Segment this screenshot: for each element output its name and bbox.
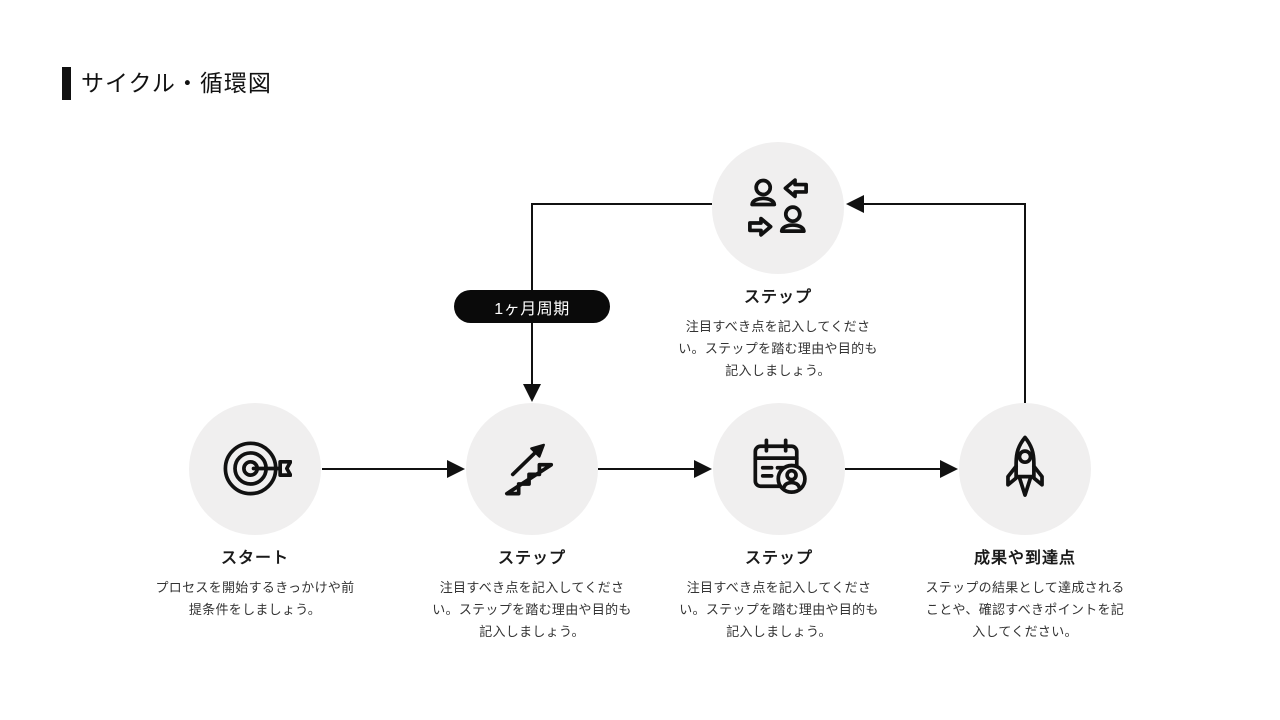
node-goal-label: 成果や到達点 [973, 550, 1076, 567]
cycle-period-label: 1ヶ月周期 [494, 300, 570, 318]
node-step-2: ステップ 注目すべき点を記入してください。ステップを踏む理由や目的も記入しましょ… [422, 403, 642, 643]
title-accent-bar [62, 67, 71, 100]
node-step-2-label: ステップ [497, 550, 566, 567]
cycle-period-badge: 1ヶ月周期 [454, 290, 610, 323]
target-icon [218, 430, 293, 509]
node-step-3-label: ステップ [744, 550, 813, 567]
node-start-description: プロセスを開始するきっかけや前提条件をしましょう。 [155, 580, 355, 617]
node-start-circle [189, 403, 321, 535]
node-step-2-circle [466, 403, 598, 535]
header: サイクル・循環図 [62, 67, 272, 100]
node-step-2-description: 注目すべき点を記入してください。ステップを踏む理由や目的も記入しましょう。 [432, 580, 632, 639]
node-goal-circle [959, 403, 1091, 535]
calendar-user-icon [742, 430, 816, 509]
node-step-3: ステップ 注目すべき点を記入してください。ステップを踏む理由や目的も記入しましょ… [669, 403, 889, 643]
stairs-growth-icon [495, 430, 569, 509]
node-goal-description: ステップの結果として達成されることや、確認すべきポイントを記入してください。 [925, 580, 1125, 639]
node-cycle-step-description: 注目すべき点を記入してください。ステップを踏む理由や目的も記入しましょう。 [678, 319, 878, 378]
rocket-icon [988, 430, 1062, 509]
page-title: サイクル・循環図 [81, 70, 272, 96]
node-goal: 成果や到達点 ステップの結果として達成されることや、確認すべきポイントを記入して… [915, 403, 1135, 643]
node-step-3-circle [713, 403, 845, 535]
node-cycle-step-circle [712, 142, 844, 274]
people-exchange-icon [741, 169, 815, 248]
node-cycle-step-label: ステップ [743, 289, 812, 306]
node-start: スタート プロセスを開始するきっかけや前提条件をしましょう。 [145, 403, 365, 621]
node-step-3-description: 注目すべき点を記入してください。ステップを踏む理由や目的も記入しましょう。 [679, 580, 879, 639]
node-start-label: スタート [220, 550, 289, 567]
node-cycle-step: ステップ 注目すべき点を記入してください。ステップを踏む理由や目的も記入しましょ… [668, 142, 888, 382]
